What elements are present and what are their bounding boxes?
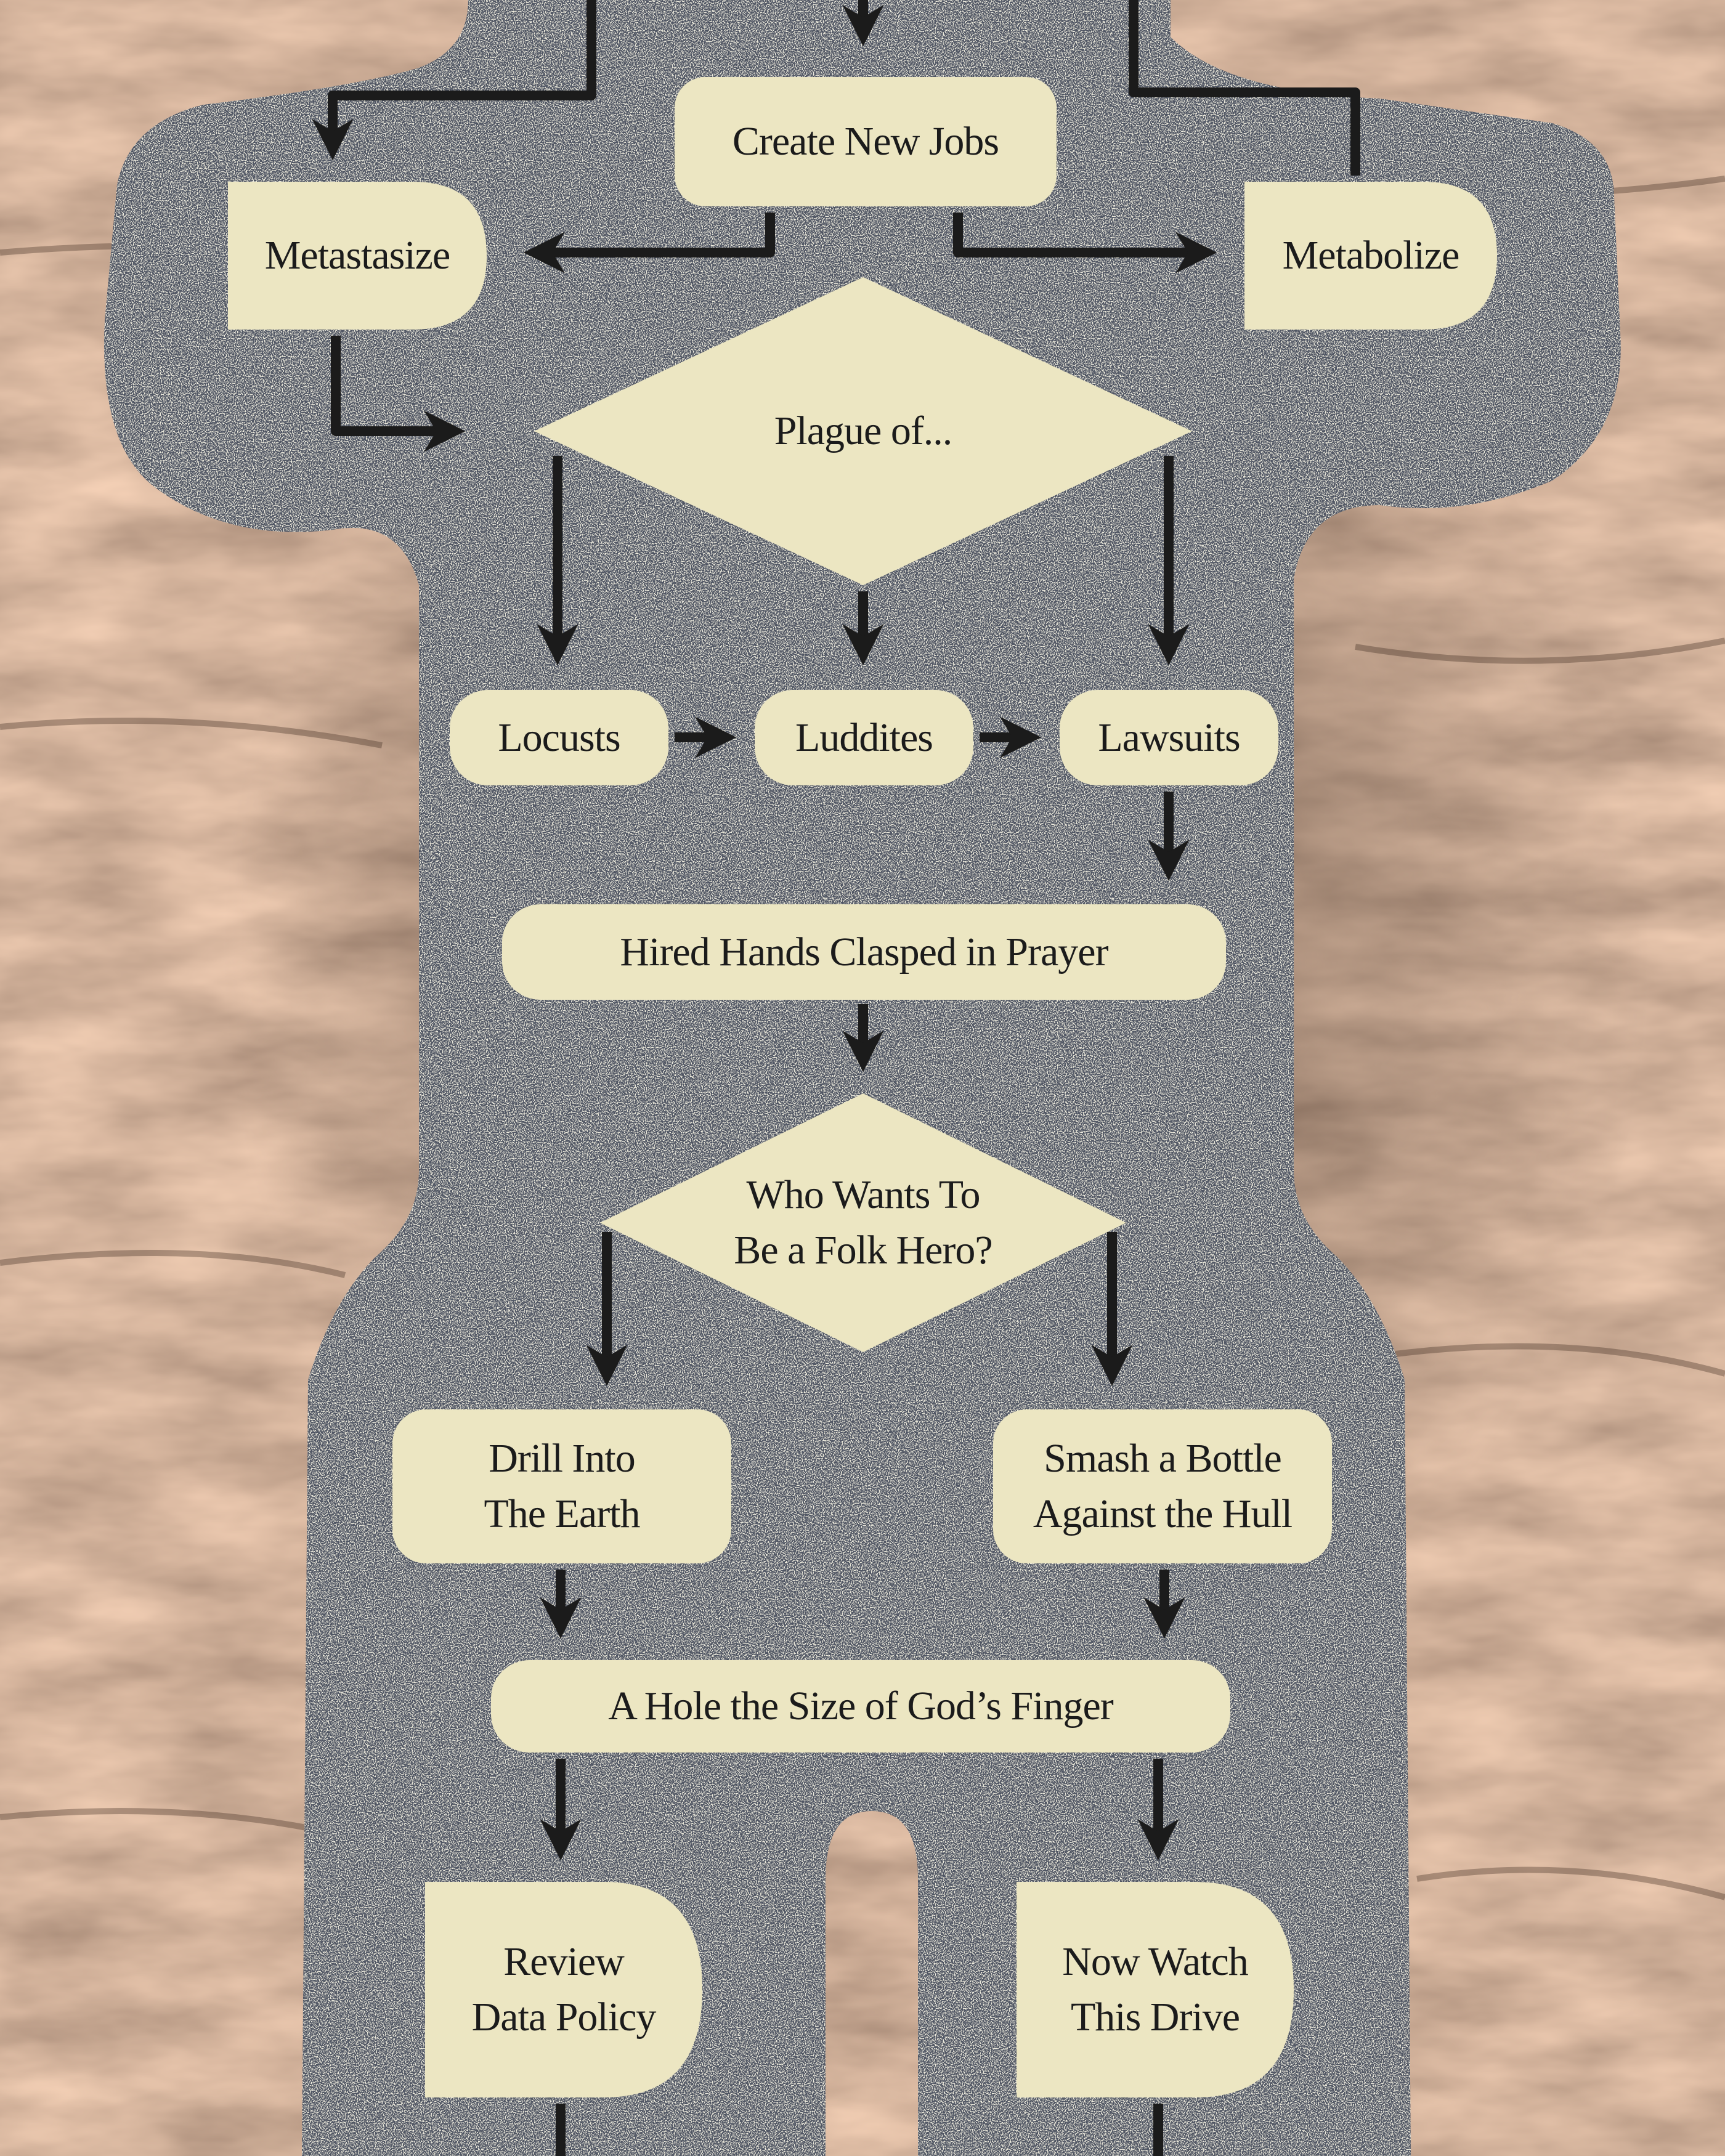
panel-plague-of <box>534 277 1192 585</box>
label-hole-size: A Hole the Size of God’s Finger <box>608 1684 1114 1728</box>
label-plague-of: Plague of... <box>774 408 953 453</box>
panel-folk-hero <box>600 1093 1126 1352</box>
node-panels <box>228 77 1497 2097</box>
flow-arrows <box>312 0 1360 2156</box>
label-watch-drive: Now Watch This Drive <box>1062 1939 1249 2040</box>
label-review-data: Review Data Policy <box>471 1939 657 2040</box>
label-luddites: Luddites <box>795 715 933 760</box>
arrow-jobs-to-metabolize <box>953 213 1217 274</box>
arrow-jobs-to-metastasize <box>523 213 775 274</box>
panel-drill-earth <box>392 1409 731 1563</box>
arrow-metastasize-to-plague <box>331 336 466 452</box>
panel-hired-hands <box>502 904 1226 1000</box>
panel-locusts <box>450 690 668 785</box>
label-locusts: Locusts <box>498 715 620 760</box>
granite-slab <box>104 0 1621 2156</box>
panel-watch-drive <box>1017 1882 1294 2097</box>
panel-create-new-jobs <box>675 77 1057 206</box>
label-metastasize: Metastasize <box>264 233 451 278</box>
panel-metastasize <box>228 182 487 330</box>
arrow-top-left <box>312 0 596 161</box>
label-drill-earth: Drill Into The Earth <box>484 1436 640 1536</box>
panel-smash-bottle <box>993 1409 1332 1563</box>
label-create-new-jobs: Create New Jobs <box>732 119 999 164</box>
label-lawsuits: Lawsuits <box>1098 715 1240 760</box>
label-folk-hero: Who Wants To Be a Folk Hero? <box>734 1172 992 1273</box>
label-hired-hands: Hired Hands Clasped in Prayer <box>620 929 1108 975</box>
panel-hole-size <box>491 1660 1230 1753</box>
label-metabolize: Metabolize <box>1282 233 1460 278</box>
panel-luddites <box>755 690 973 785</box>
arrow-top-right-to-metabolize <box>1129 0 1360 176</box>
panel-lawsuits <box>1060 690 1278 785</box>
panel-metabolize <box>1244 182 1497 330</box>
panel-review-data <box>425 1882 702 2097</box>
label-smash-bottle: Smash a Bottle Against the Hull <box>1033 1436 1293 1536</box>
